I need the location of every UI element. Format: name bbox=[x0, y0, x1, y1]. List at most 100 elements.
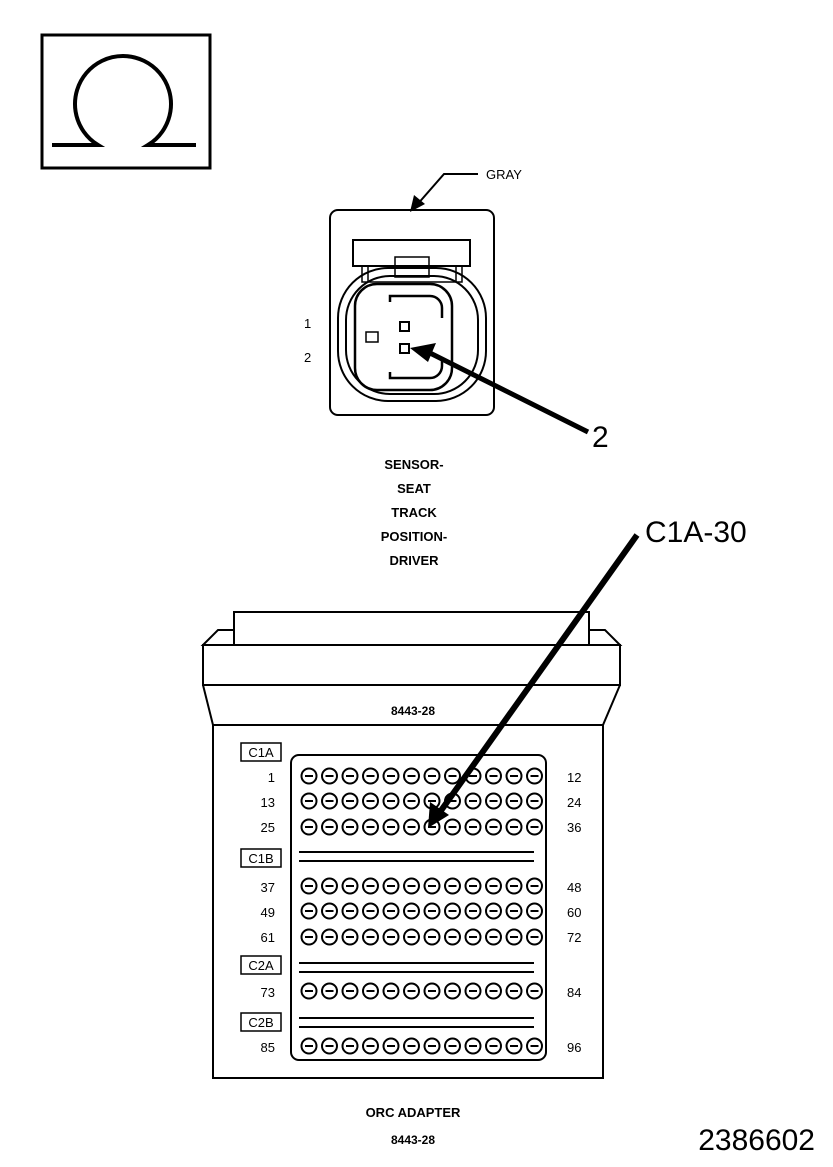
adapter-pin bbox=[485, 902, 502, 920]
adapter-pin bbox=[300, 792, 318, 810]
adapter-pin bbox=[341, 902, 359, 920]
figure-number: 2386602 bbox=[698, 1124, 815, 1157]
adapter-pin bbox=[382, 982, 400, 1000]
row-end-label: 48 bbox=[567, 880, 581, 895]
row-end-label: 72 bbox=[567, 930, 581, 945]
adapter-pin bbox=[382, 792, 400, 810]
adapter-pin bbox=[464, 792, 482, 810]
adapter-pin bbox=[526, 877, 543, 895]
adapter-pin bbox=[464, 1037, 482, 1055]
section-label-c1b: C1B bbox=[248, 851, 273, 866]
adapter-pin bbox=[485, 818, 502, 836]
adapter-title: ORC ADAPTER bbox=[366, 1105, 461, 1120]
adapter-pin bbox=[341, 1037, 359, 1055]
adapter-pin bbox=[423, 982, 441, 1000]
adapter-pin bbox=[526, 902, 543, 920]
adapter-pin bbox=[362, 767, 379, 785]
adapter-pin bbox=[444, 818, 461, 836]
adapter-pin bbox=[403, 1037, 420, 1055]
adapter-pin bbox=[485, 982, 502, 1000]
adapter-pin bbox=[423, 1037, 441, 1055]
gray-leader bbox=[410, 173, 478, 212]
row-end-label: 60 bbox=[567, 905, 581, 920]
adapter-pin bbox=[362, 818, 379, 836]
omega-icon bbox=[40, 33, 212, 170]
row-start-label: 73 bbox=[261, 985, 275, 1000]
section-label-c2a: C2A bbox=[248, 958, 274, 973]
section-label-c1a: C1A bbox=[248, 745, 274, 760]
adapter-pin bbox=[464, 902, 482, 920]
section-labels: C1A C1B C2A C2B bbox=[240, 742, 282, 1032]
row-start-label: 25 bbox=[261, 820, 275, 835]
adapter-pin bbox=[382, 767, 400, 785]
pin-callout: 2 bbox=[592, 421, 609, 454]
adapter-pin bbox=[321, 928, 338, 946]
adapter-pin bbox=[526, 767, 543, 785]
adapter-pin bbox=[321, 877, 338, 895]
adapter-pin bbox=[526, 792, 543, 810]
adapter-pin bbox=[321, 767, 338, 785]
adapter-pin bbox=[485, 928, 502, 946]
pin-2-callout-arrow bbox=[410, 343, 590, 435]
adapter-pin bbox=[341, 877, 359, 895]
row-start-label: 61 bbox=[261, 930, 275, 945]
adapter-pin bbox=[526, 818, 543, 836]
adapter-pin bbox=[444, 928, 461, 946]
sensor-name-line: SENSOR- bbox=[384, 457, 443, 472]
adapter-pin bbox=[485, 1037, 502, 1055]
adapter-pin bbox=[464, 877, 482, 895]
adapter-pin bbox=[505, 818, 523, 836]
adapter-pin bbox=[321, 818, 338, 836]
sensor-connector bbox=[329, 209, 495, 416]
adapter-pin bbox=[300, 1037, 318, 1055]
sensor-name-line: POSITION- bbox=[381, 529, 447, 544]
adapter-pin bbox=[362, 982, 379, 1000]
row-start-label: 85 bbox=[261, 1040, 275, 1055]
adapter-pin bbox=[341, 767, 359, 785]
adapter-pin bbox=[403, 877, 420, 895]
adapter-pin bbox=[321, 1037, 338, 1055]
adapter-pin bbox=[362, 1037, 379, 1055]
adapter-pin bbox=[341, 982, 359, 1000]
adapter-pin bbox=[403, 792, 420, 810]
adapter-pin bbox=[505, 877, 523, 895]
adapter-pin bbox=[505, 767, 523, 785]
adapter-pin bbox=[403, 767, 420, 785]
adapter-pin bbox=[382, 877, 400, 895]
color-label: GRAY bbox=[486, 167, 522, 182]
adapter-pin bbox=[526, 982, 543, 1000]
row-start-label: 13 bbox=[261, 795, 275, 810]
adapter-pin bbox=[382, 928, 400, 946]
adapter-pin bbox=[423, 767, 441, 785]
row-start-label: 37 bbox=[261, 880, 275, 895]
sensor-name-line: SEAT bbox=[397, 481, 431, 496]
adapter-pin bbox=[505, 928, 523, 946]
adapter-pin bbox=[321, 792, 338, 810]
adapter-pin bbox=[423, 902, 441, 920]
row-start-label: 1 bbox=[268, 770, 275, 785]
adapter-pin bbox=[300, 767, 318, 785]
adapter-pin bbox=[485, 877, 502, 895]
adapter-pin bbox=[362, 928, 379, 946]
orc-adapter bbox=[200, 611, 623, 1079]
sensor-name-line: DRIVER bbox=[389, 553, 439, 568]
c1a-30-callout-arrow bbox=[428, 533, 640, 828]
row-end-label: 24 bbox=[567, 795, 581, 810]
adapter-top-label: 8443-28 bbox=[391, 704, 435, 718]
row-end-label: 96 bbox=[567, 1040, 581, 1055]
adapter-pin bbox=[505, 902, 523, 920]
pin-grid bbox=[300, 767, 543, 1055]
adapter-pin bbox=[485, 767, 502, 785]
adapter-pin bbox=[382, 818, 400, 836]
adapter-pin bbox=[423, 928, 441, 946]
adapter-pin bbox=[341, 792, 359, 810]
adapter-pin bbox=[464, 818, 482, 836]
adapter-pin bbox=[526, 928, 543, 946]
adapter-pin bbox=[444, 902, 461, 920]
pin-label-1: 1 bbox=[304, 316, 311, 331]
adapter-pin bbox=[505, 1037, 523, 1055]
adapter-pin bbox=[403, 902, 420, 920]
adapter-pin bbox=[444, 982, 461, 1000]
adapter-pin bbox=[505, 792, 523, 810]
